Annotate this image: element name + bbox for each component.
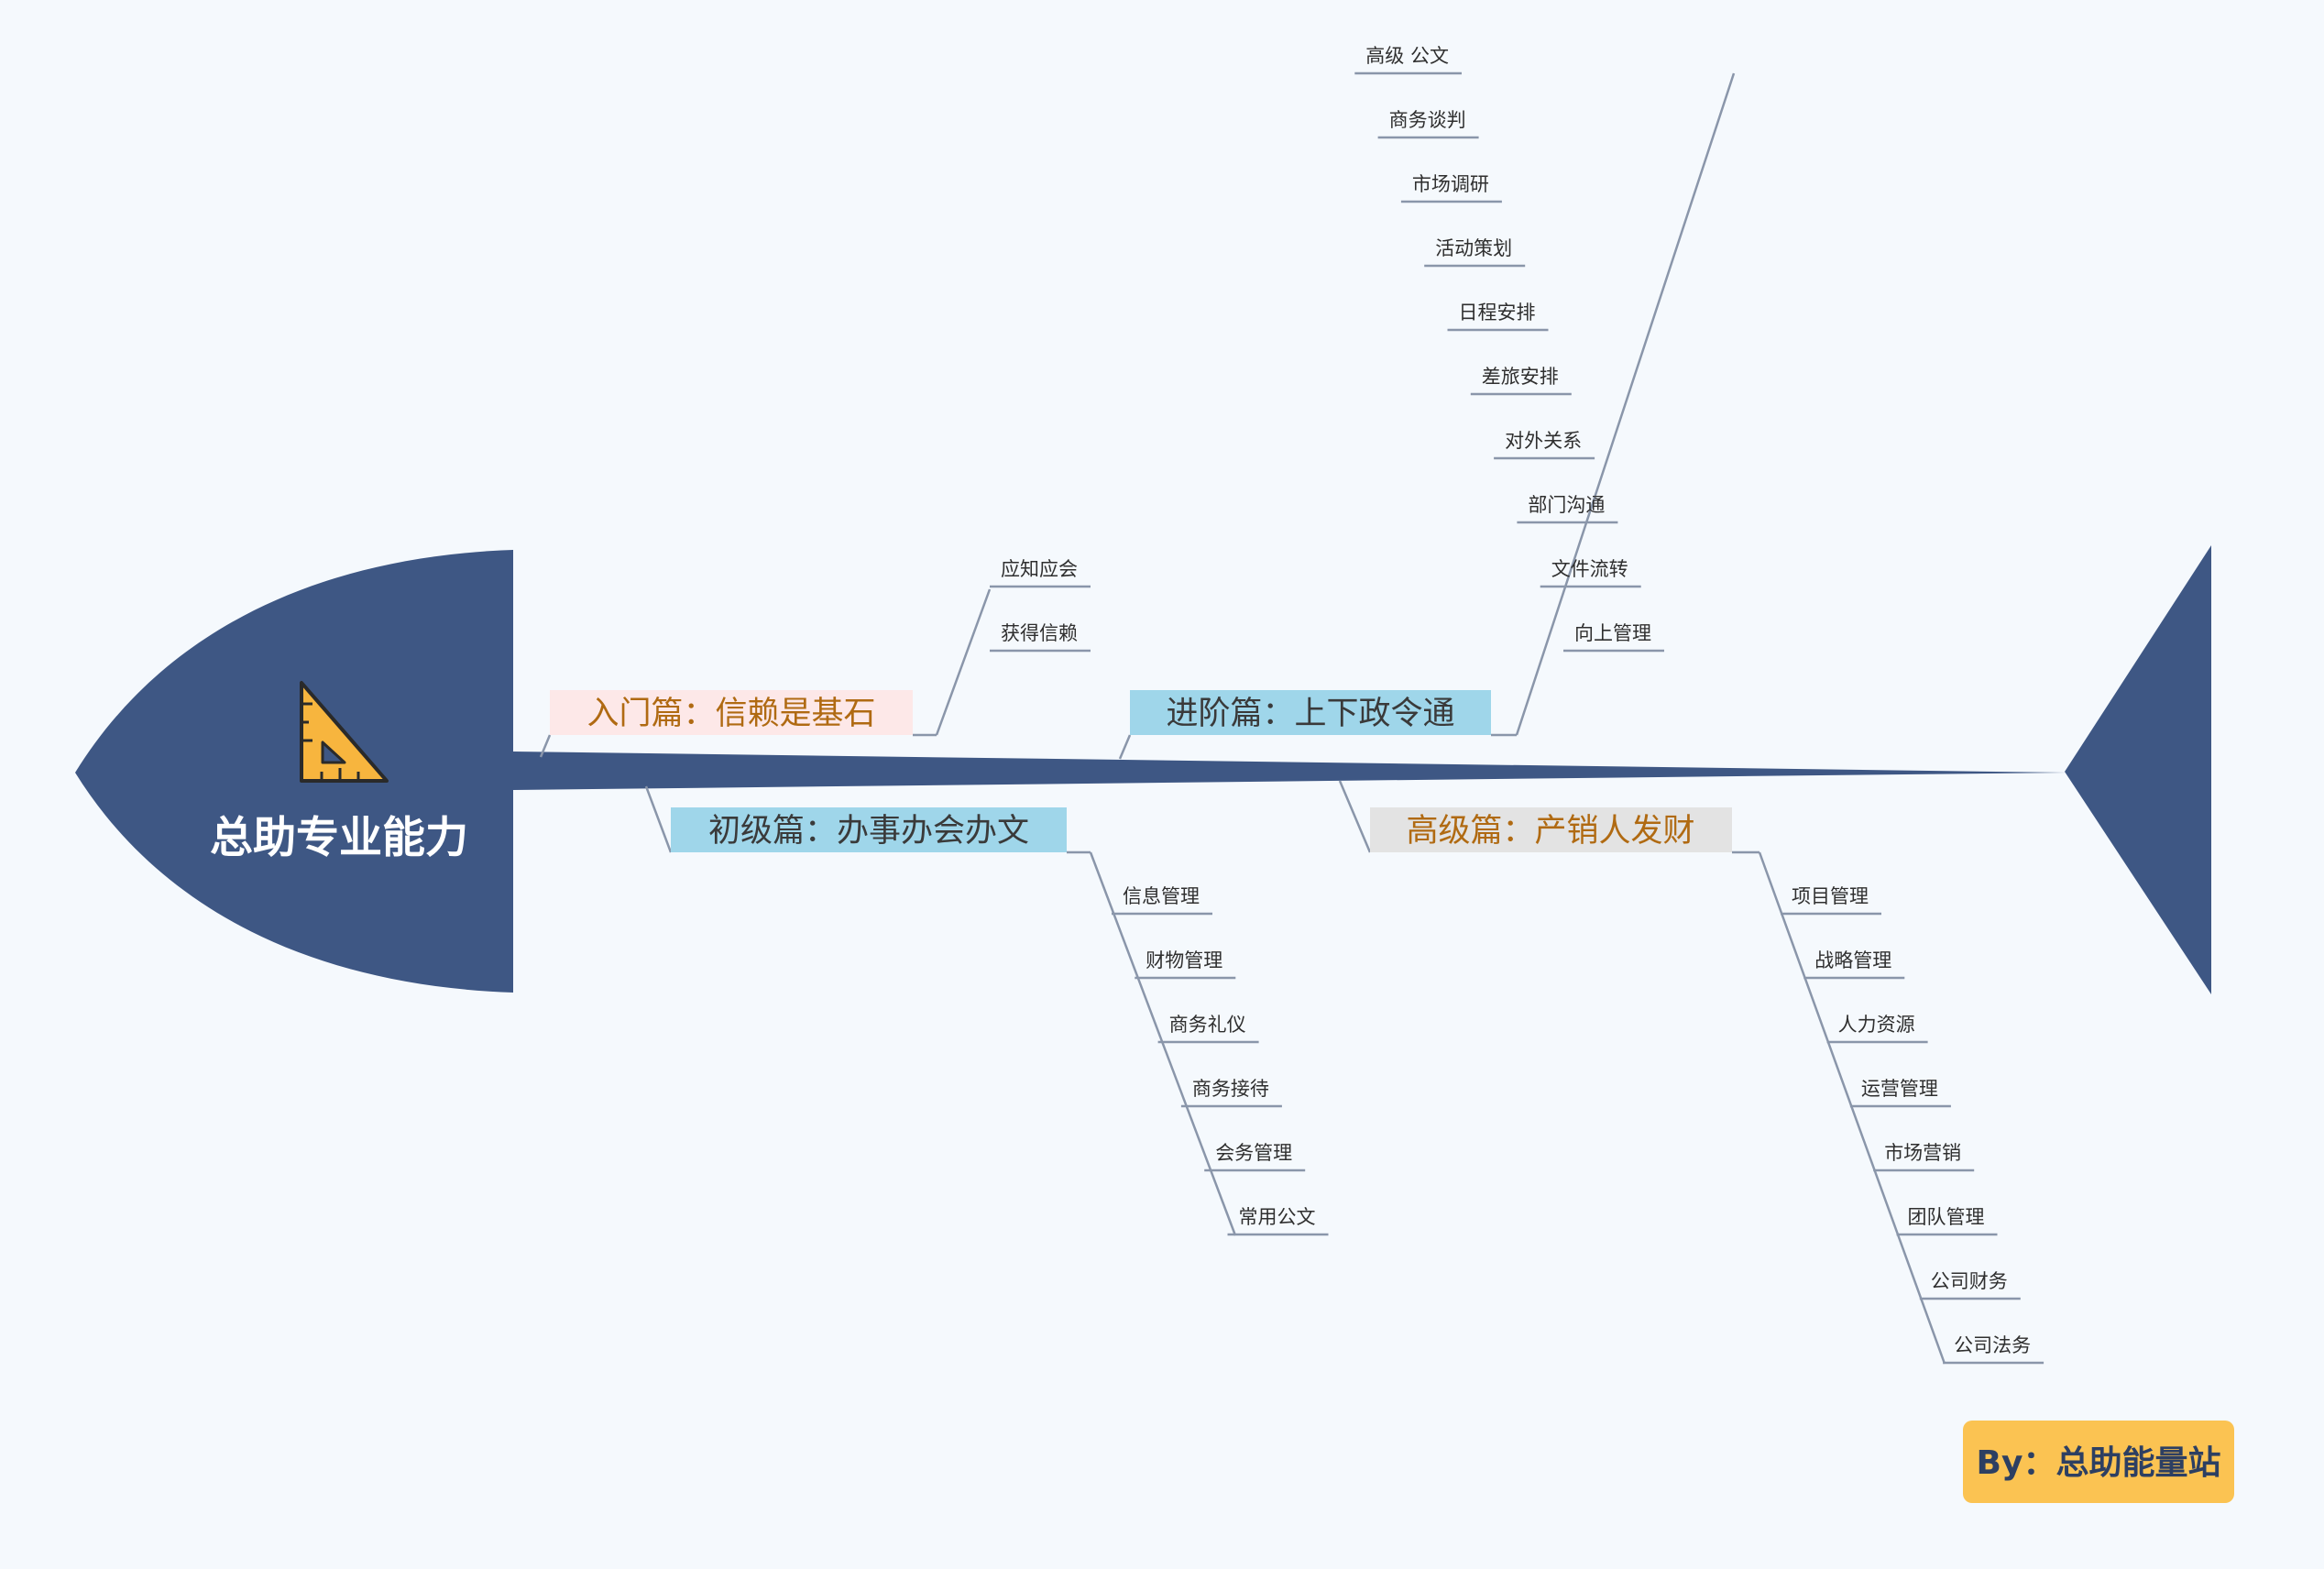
leaf-item: 项目管理 xyxy=(1781,885,1881,916)
leaf-item: 高级 公文 xyxy=(1354,45,1462,75)
fish-head xyxy=(75,550,513,993)
author-badge-bg xyxy=(1963,1421,2234,1503)
leaf-item: 商务礼仪 xyxy=(1157,1014,1259,1044)
center-title: 总助专业能力 xyxy=(210,813,468,863)
leaf-label: 文件流转 xyxy=(1551,558,1628,580)
leaf-item: 部门沟通 xyxy=(1517,494,1618,524)
leaf-item: 市场营销 xyxy=(1873,1142,1975,1172)
leaf-label: 运营管理 xyxy=(1861,1078,1938,1100)
leaf-item: 信息管理 xyxy=(1112,885,1212,916)
branch-connectors xyxy=(539,72,1946,1365)
leaf-item: 获得信赖 xyxy=(990,622,1091,653)
set-square-ruler-icon xyxy=(300,681,389,783)
branch-junior: 初级篇：办事办会办文 xyxy=(671,807,1067,852)
leaf-label: 部门沟通 xyxy=(1528,494,1605,516)
leaf-label: 高级 公文 xyxy=(1365,45,1449,67)
leaf-item: 常用公文 xyxy=(1227,1206,1329,1236)
branch-link-line xyxy=(1338,780,1372,853)
leaf-label: 商务谈判 xyxy=(1389,109,1466,131)
leaf-label: 对外关系 xyxy=(1505,430,1582,452)
rib-line xyxy=(1758,851,1946,1365)
branch-label-bg xyxy=(1370,807,1732,852)
leaf-item: 活动策划 xyxy=(1424,237,1526,268)
leaf-label: 财物管理 xyxy=(1146,949,1222,971)
leaf-label: 团队管理 xyxy=(1908,1206,1985,1228)
leaf-label: 应知应会 xyxy=(1001,558,1078,580)
branch-label: 初级篇：办事办会办文 xyxy=(708,813,1029,850)
leaf-label: 市场调研 xyxy=(1412,173,1489,195)
leaf-item: 商务接待 xyxy=(1180,1078,1282,1108)
branch-link-line xyxy=(539,734,552,758)
branch-label-bg xyxy=(1130,690,1491,735)
rib-line xyxy=(935,588,992,736)
leaf-item: 日程安排 xyxy=(1447,302,1549,332)
leaf-label: 日程安排 xyxy=(1459,302,1536,324)
leaf-item: 会务管理 xyxy=(1204,1142,1306,1172)
branch-advanced: 进阶篇：上下政令通 xyxy=(1130,690,1491,735)
leaf-item: 公司财务 xyxy=(1919,1270,2021,1300)
leaf-label: 差旅安排 xyxy=(1482,366,1559,388)
leaf-item: 团队管理 xyxy=(1896,1206,1998,1236)
leaf-item: 人力资源 xyxy=(1826,1014,1928,1044)
leaf-label: 公司法务 xyxy=(1954,1334,2031,1356)
branch-link-line xyxy=(1118,734,1132,760)
leaf-label: 会务管理 xyxy=(1215,1142,1292,1164)
leaf-item: 对外关系 xyxy=(1494,430,1595,460)
leaf-item: 公司法务 xyxy=(1943,1334,2044,1365)
leaf-label: 常用公文 xyxy=(1239,1206,1316,1228)
author-badge: By：总助能量站 xyxy=(1963,1421,2234,1503)
fish-tail xyxy=(2065,545,2211,994)
branch-senior: 高级篇：产销人发财 xyxy=(1370,807,1732,852)
branch-label-bg xyxy=(550,690,913,735)
leaf-item: 差旅安排 xyxy=(1470,366,1572,396)
branch-label: 高级篇：产销人发财 xyxy=(1406,813,1694,850)
branch-label: 进阶篇：上下政令通 xyxy=(1166,696,1454,732)
leaf-item: 向上管理 xyxy=(1563,622,1664,653)
leaf-item: 文件流转 xyxy=(1540,558,1641,588)
leaf-label: 信息管理 xyxy=(1123,885,1200,907)
leaf-label: 战略管理 xyxy=(1814,949,1891,971)
leaf-item: 运营管理 xyxy=(1849,1078,1951,1108)
leaf-item: 商务谈判 xyxy=(1377,109,1479,139)
leaf-label: 获得信赖 xyxy=(1001,622,1078,644)
leaf-item: 财物管理 xyxy=(1135,949,1236,980)
leaf-item: 战略管理 xyxy=(1803,949,1905,980)
leaf-label: 人力资源 xyxy=(1838,1014,1915,1036)
leaf-label: 项目管理 xyxy=(1792,885,1869,907)
rib-line xyxy=(1089,851,1237,1236)
branch-label: 入门篇：信赖是基石 xyxy=(586,696,875,732)
fish-spine xyxy=(513,752,2066,790)
leaf-item: 应知应会 xyxy=(990,558,1091,588)
rib-line xyxy=(1515,72,1736,736)
branch-label-bg xyxy=(671,807,1067,852)
leaf-label: 公司财务 xyxy=(1931,1270,2008,1292)
leaf-item: 市场调研 xyxy=(1400,173,1502,203)
author-badge-text: By：总助能量站 xyxy=(1977,1444,2221,1482)
leaf-label: 商务礼仪 xyxy=(1169,1014,1246,1036)
leaf-label: 市场营销 xyxy=(1884,1142,1961,1164)
leaf-label: 活动策划 xyxy=(1435,237,1512,259)
branch-intro: 入门篇：信赖是基石 xyxy=(550,690,913,735)
branch-link-line xyxy=(644,785,673,853)
leaf-label: 向上管理 xyxy=(1574,622,1651,644)
leaf-label: 商务接待 xyxy=(1192,1078,1269,1100)
